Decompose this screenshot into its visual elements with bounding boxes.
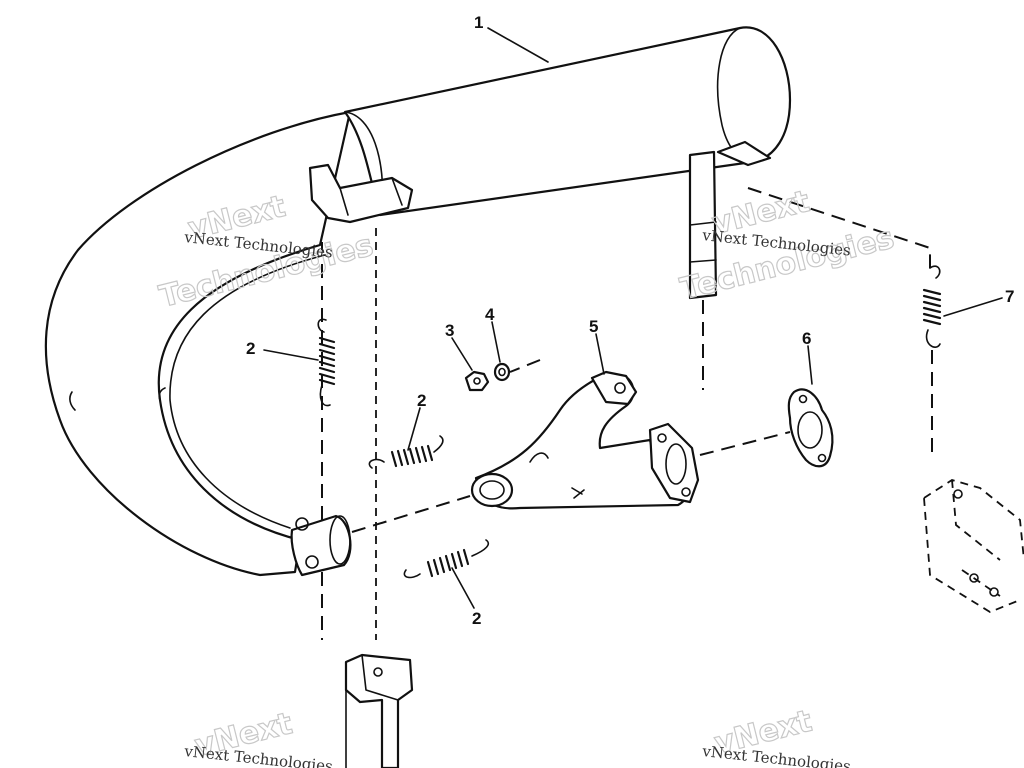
callout-nut: 3	[445, 321, 454, 340]
spring-bottom	[403, 539, 490, 579]
callout-spring-right: 7	[1005, 287, 1014, 306]
callout-spring-mid: 2	[417, 391, 426, 410]
callout-spring-left: 2	[246, 339, 255, 358]
spring-mid	[368, 435, 444, 469]
callouts: 1 2 2 2 3 4 5 6 7	[246, 13, 1014, 628]
spring-left	[317, 318, 336, 407]
spring-right	[922, 265, 942, 348]
frame-bracket-bottom	[344, 653, 414, 768]
gasket	[787, 388, 834, 468]
callout-washer: 4	[485, 305, 495, 324]
nut	[464, 370, 490, 392]
washer	[493, 362, 511, 382]
frame-bracket-right	[923, 479, 1024, 614]
y-pipe	[470, 370, 700, 510]
callout-muffler: 1	[474, 13, 483, 32]
muffler	[44, 26, 792, 577]
watermark-bottom-left: vNext vNext Technologies	[183, 706, 334, 768]
callout-y-pipe: 5	[589, 317, 598, 336]
assembly-lines	[321, 187, 933, 640]
callout-spring-bottom: 2	[472, 609, 481, 628]
callout-gasket: 6	[802, 329, 811, 348]
leader-lines	[263, 27, 1003, 609]
watermark-bottom-right: vNext vNext Technologies	[701, 703, 852, 768]
